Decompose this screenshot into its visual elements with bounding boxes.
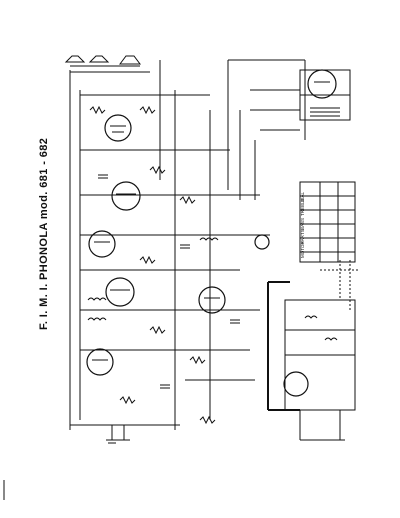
table-header-parts: PARTS xyxy=(300,229,305,244)
table-header-dial: DIAL xyxy=(300,191,305,202)
switch-table: MOTOR PARTS BASS TREBLE DIAL xyxy=(299,181,356,263)
table-header-motor: MOTOR xyxy=(300,241,305,258)
components xyxy=(87,105,240,425)
speaker-group xyxy=(64,55,150,73)
vacuum-tubes xyxy=(86,69,337,397)
power-supply xyxy=(250,69,351,131)
table-header-treble: TREBLE xyxy=(300,198,305,216)
bus-lines xyxy=(69,59,306,430)
tuner-section xyxy=(267,281,356,441)
table-header-bass: BASS xyxy=(300,218,305,230)
table-header-row: MOTOR PARTS BASS TREBLE DIAL xyxy=(300,191,305,258)
ground-marks xyxy=(106,425,130,444)
selector-lines xyxy=(320,260,360,310)
